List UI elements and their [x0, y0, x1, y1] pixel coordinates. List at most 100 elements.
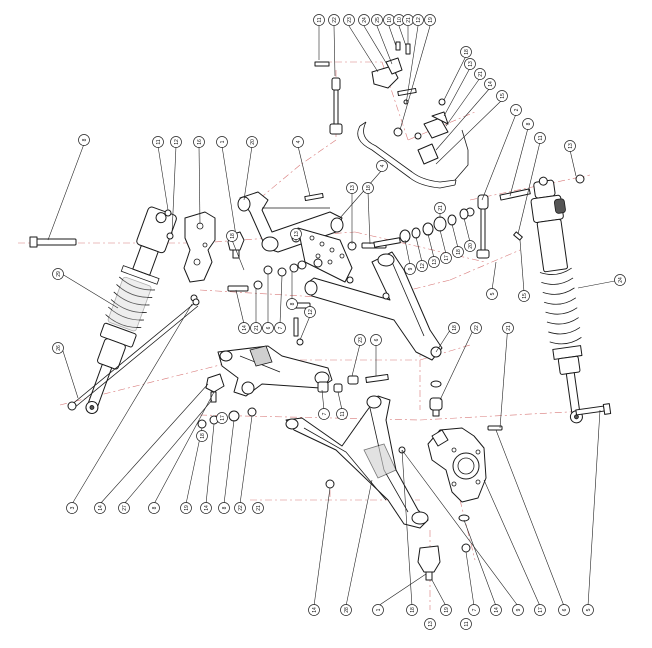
callout-circle — [262, 322, 274, 334]
callout-circle — [94, 502, 106, 514]
callout-c-l-08: 13 — [346, 182, 358, 194]
callout-circle — [304, 306, 316, 318]
callout-c-b-17: 17 — [534, 604, 546, 616]
steering-knuckle — [427, 425, 503, 503]
callout-c-r-07: 8 — [522, 118, 534, 130]
callout-number: 18 — [410, 607, 416, 613]
callout-number: 8 — [526, 122, 532, 125]
callout-circle — [424, 14, 436, 26]
callout-number: 14 — [242, 325, 248, 331]
callout-circle — [468, 604, 480, 616]
callout-number: 11 — [317, 17, 323, 22]
callout-number: 10 — [397, 17, 403, 23]
callout-number: 19 — [428, 17, 434, 23]
callout-number: 12 — [174, 139, 180, 145]
callout-circle — [522, 118, 534, 130]
callout-number: 20 — [468, 243, 474, 249]
callout-circle — [200, 502, 212, 514]
callout-circle — [196, 430, 208, 442]
callout-c-top-02: 22 — [328, 14, 340, 26]
callout-c-m-12: 18 — [452, 246, 464, 258]
callout-number: 26 — [56, 345, 62, 351]
callout-c-l-09: 18 — [362, 182, 374, 194]
callout-circle — [216, 136, 228, 148]
callout-circle — [170, 136, 182, 148]
callout-number: 1 — [220, 140, 226, 143]
callout-circle — [313, 14, 325, 26]
callout-number: 24 — [618, 277, 624, 283]
callout-c-top-09: 12 — [412, 14, 424, 26]
callout-c-b-01: 3 — [66, 502, 78, 514]
callout-c-r-03: 21 — [474, 68, 486, 80]
callout-number: 15 — [522, 293, 528, 299]
callout-circle — [66, 502, 78, 514]
callout-c-m-19: 22 — [470, 322, 482, 334]
callout-number: 8 — [290, 302, 296, 305]
callout-circle — [250, 322, 262, 334]
callout-circle — [328, 14, 340, 26]
callout-c-top-06: 10 — [383, 14, 395, 26]
callout-circle — [404, 263, 416, 275]
callout-c-m-11: 17 — [440, 252, 452, 264]
callout-circle — [502, 322, 514, 334]
callout-number: 29 — [56, 271, 62, 277]
callout-c-l-10: 4 — [376, 160, 388, 172]
callout-c-l-02: 11 — [152, 136, 164, 148]
callout-circle — [148, 502, 160, 514]
callout-number: 13 — [432, 259, 438, 265]
callout-number: 20 — [250, 139, 256, 145]
callout-circle — [448, 322, 460, 334]
callout-circle — [486, 288, 498, 300]
bolt-right-shock — [575, 174, 612, 416]
callout-circle — [510, 104, 522, 116]
callout-c-b-20: 18 — [406, 604, 418, 616]
callout-number: 7 — [472, 608, 478, 611]
callout-circle — [614, 274, 626, 286]
callout-circle — [534, 604, 546, 616]
callout-circle — [470, 322, 482, 334]
callout-circle — [372, 604, 384, 616]
callout-number: 22 — [332, 17, 338, 23]
sway-link-right — [465, 188, 531, 259]
callout-c-m-17: 15 — [518, 290, 530, 302]
callout-c-b-05: 19 — [180, 502, 192, 514]
callout-c-m-06: 7 — [274, 322, 286, 334]
callout-number: 28 — [344, 607, 350, 613]
callout-circle — [464, 58, 476, 70]
callout-number: 23 — [347, 17, 353, 23]
callout-number: 8 — [152, 506, 158, 509]
callout-number: 4 — [296, 140, 302, 143]
callout-circle — [428, 256, 440, 268]
callout-circle — [370, 334, 382, 346]
callout-c-m-13: 20 — [464, 240, 476, 252]
shock-mount-bolt-left — [29, 236, 77, 248]
callout-number: 8 — [222, 506, 228, 509]
callout-circle — [460, 46, 472, 58]
callout-c-b-15: 14 — [490, 604, 502, 616]
callout-number: 5 — [490, 292, 496, 295]
callout-number: 17 — [538, 607, 544, 613]
callout-c-top-10: 19 — [424, 14, 436, 26]
callout-circle — [534, 132, 546, 144]
callout-c-b-13: 19 — [440, 604, 452, 616]
callout-number: 18 — [452, 325, 458, 331]
callout-c-m-02: 13 — [290, 228, 302, 240]
callout-c-b-04: 8 — [148, 502, 160, 514]
callout-c-top-04: 24 — [358, 14, 370, 26]
callout-number: 23 — [358, 337, 364, 343]
callout-c-top-08: 21 — [402, 14, 414, 26]
callout-circle — [412, 14, 424, 26]
callout-circle — [340, 604, 352, 616]
callout-c-b-18: 6 — [558, 604, 570, 616]
callout-circle — [274, 322, 286, 334]
callout-c-m-15: 24 — [614, 274, 626, 286]
callout-number: 12 — [416, 17, 422, 23]
callout-circle — [484, 78, 496, 90]
callout-c-r-06: 2 — [510, 104, 522, 116]
callout-number: 7 — [322, 412, 328, 415]
callout-number: 6 — [374, 338, 380, 341]
callout-c-b-14: 7 — [468, 604, 480, 616]
callout-c-m-04: 21 — [250, 322, 262, 334]
callout-c-r-08: 11 — [534, 132, 546, 144]
